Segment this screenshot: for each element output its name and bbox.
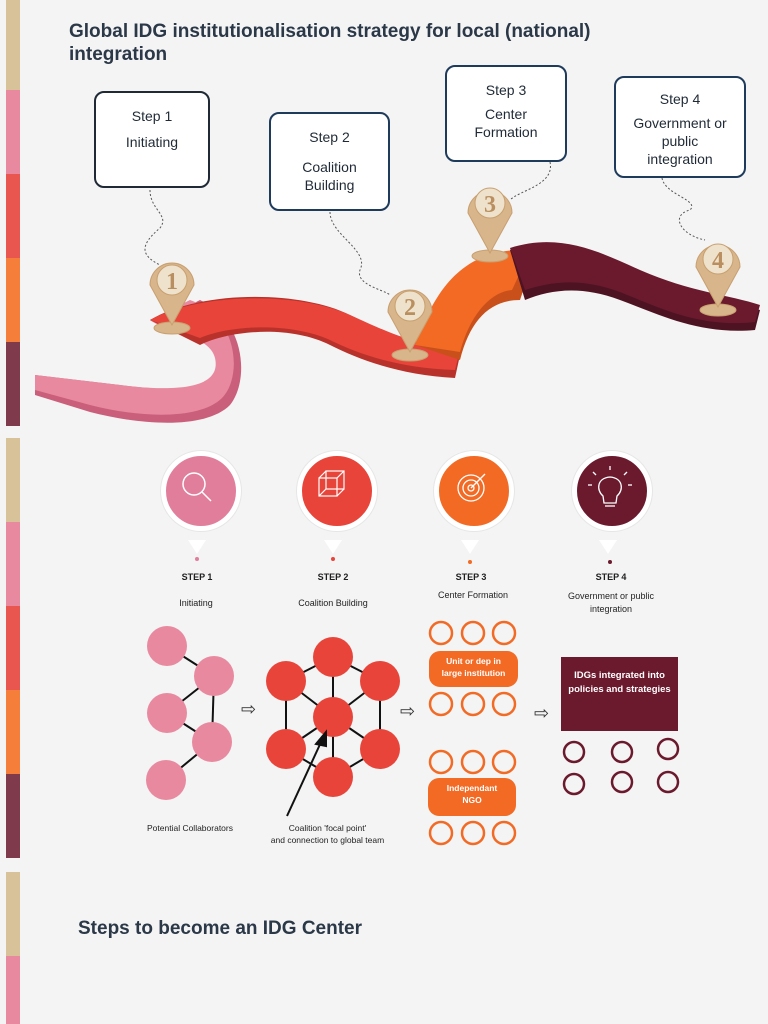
focal-point-label: Coalition 'focal point' and connection t… xyxy=(255,822,400,846)
step-4-icon-circle xyxy=(572,451,652,531)
magnifier-icon xyxy=(182,472,212,502)
step-3-pointer xyxy=(461,540,479,554)
callout-step-2-title: Step 2 xyxy=(309,129,350,145)
stripe-pink-3 xyxy=(6,956,20,1024)
collaborator-node xyxy=(147,693,187,733)
stripe-maroon-2 xyxy=(6,774,20,858)
step-2-heading: STEP 2 xyxy=(317,572,349,582)
step-1-icon-circle xyxy=(161,451,241,531)
step-2-dot xyxy=(331,557,335,561)
step-4-pointer xyxy=(599,540,617,554)
callout-step-1-title: Step 1 xyxy=(131,108,173,124)
callout-step-4-label-2: public xyxy=(661,133,699,149)
collaborator-node xyxy=(192,722,232,762)
coalition-node xyxy=(360,661,400,701)
marker-4 xyxy=(695,243,741,317)
callout-step-4-label-1: Government or xyxy=(633,115,727,131)
stripe-pink-2 xyxy=(6,522,20,606)
step-1-pointer xyxy=(188,540,206,554)
callout-step-1: Step 1 Initiating xyxy=(94,91,210,188)
coalition-node xyxy=(266,661,306,701)
coalition-node xyxy=(313,757,353,797)
marker-1-number: 1 xyxy=(166,269,178,295)
callout-step-4-title: Step 4 xyxy=(659,91,701,107)
step-4-dot xyxy=(608,560,612,564)
focal-point-node xyxy=(313,697,353,737)
page-title: Global IDG institutionalisation strategy… xyxy=(69,21,591,65)
step-1-dot xyxy=(195,557,199,561)
callout-step-2-label-2: Building xyxy=(304,177,355,193)
callout-step-4-label-3: integration xyxy=(647,151,713,167)
callout-step-2-label-1: Coalition xyxy=(302,159,357,175)
focal-point-label-1: Coalition 'focal point' xyxy=(288,823,367,833)
marker-2 xyxy=(387,289,433,362)
idgs-integrated-box: IDGs integrated into policies and strate… xyxy=(561,657,678,731)
callout-step-3-title: Step 3 xyxy=(485,82,527,98)
callout-step-1-label: Initiating xyxy=(125,134,179,150)
stripe-red-2 xyxy=(6,606,20,690)
unit-or-dep-pill: Unit or dep in large institution xyxy=(429,651,518,687)
marker-4-number: 4 xyxy=(712,248,724,274)
ngo-label-1: Independant xyxy=(446,783,498,793)
stripe-red-1 xyxy=(6,174,20,258)
coalition-node xyxy=(360,729,400,769)
stripe-beige-1 xyxy=(6,0,20,90)
stripe-pink-1 xyxy=(6,90,20,174)
stripe-beige-2 xyxy=(6,438,20,522)
stripe-orange-2 xyxy=(6,690,20,774)
step-2-label: Coalition Building xyxy=(298,598,368,608)
step-4-label: Government or public integration xyxy=(567,591,655,614)
lightbulb-icon xyxy=(588,466,632,507)
collaborator-node xyxy=(146,760,186,800)
collaborator-node xyxy=(194,656,234,696)
callout-step-3-label-1: Center xyxy=(484,106,528,122)
section-subtitle: Steps to become an IDG Center xyxy=(78,918,363,939)
network-cube-icon xyxy=(318,470,345,497)
callout-step-2: Step 2 Coalition Building xyxy=(269,112,390,211)
ngo-label-2: NGO xyxy=(462,795,482,805)
step-3-icon-circle xyxy=(434,451,514,531)
arrow-right-icon: ⇨ xyxy=(534,703,550,723)
coalition-node xyxy=(266,729,306,769)
marker-3 xyxy=(467,187,513,263)
focal-point-label-2: and connection to global team xyxy=(270,835,385,845)
marker-1 xyxy=(149,262,195,335)
collaborator-node xyxy=(147,626,187,666)
step-1-label: Initiating xyxy=(179,598,213,608)
integration-rings xyxy=(562,737,680,796)
step-2-pointer xyxy=(324,540,342,554)
marker-2-number: 2 xyxy=(404,295,416,321)
center-formation-rings xyxy=(428,620,517,846)
arrow-right-icon: ⇨ xyxy=(241,699,257,719)
step-4-heading: STEP 4 xyxy=(595,572,627,582)
callout-step-3-label-2: Formation xyxy=(474,124,538,140)
roadmap-road: 1 2 3 4 xyxy=(35,161,760,423)
stripe-orange-1 xyxy=(6,258,20,342)
step-3-dot xyxy=(468,560,472,564)
coalition-node xyxy=(313,637,353,677)
marker-3-number: 3 xyxy=(484,192,496,218)
focal-point-arrow xyxy=(286,729,327,817)
step-3-label: Center Formation xyxy=(437,590,509,600)
stripe-beige-3 xyxy=(6,872,20,956)
step-1-heading: STEP 1 xyxy=(181,572,213,582)
target-icon xyxy=(457,473,486,502)
arrow-right-icon: ⇨ xyxy=(400,701,416,721)
independant-ngo-pill: Independant NGO xyxy=(428,778,516,816)
callout-step-4: Step 4 Government or public integration xyxy=(614,76,746,178)
step-3-heading: STEP 3 xyxy=(455,572,487,582)
callout-step-3: Step 3 Center Formation xyxy=(445,65,567,162)
potential-collaborators-label: Potential Collaborators xyxy=(147,823,233,833)
stripe-maroon-1 xyxy=(6,342,20,426)
